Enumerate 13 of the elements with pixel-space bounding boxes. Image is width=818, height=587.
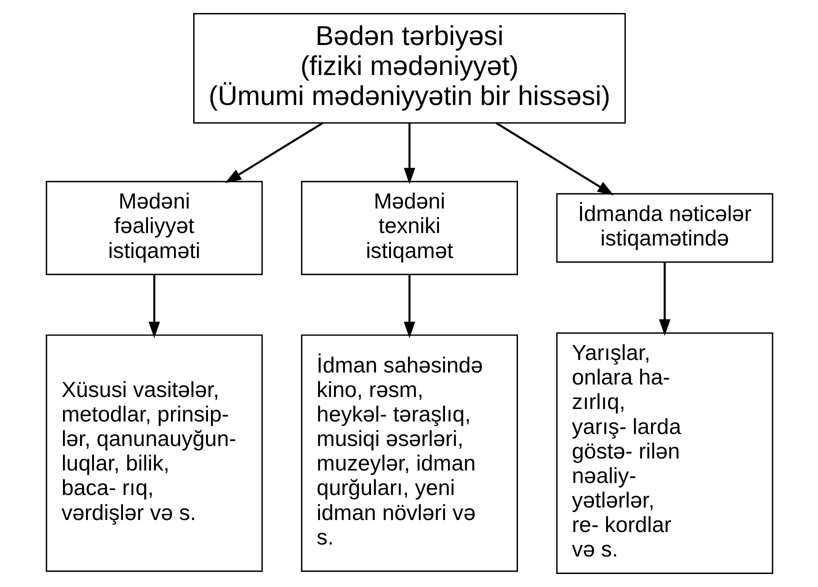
arrow: [224, 122, 323, 184]
node-box: Yarışlar, onlara ha- zırlıq, yarış- larda göstə- rilən nəaliy- yətlərlər, re- kordlar və s.: [556, 332, 773, 574]
node-box: Xüsusi vasitələr, metodlar, prinsip- lər, qanunauyğun- luqlar, bilik, baca- rıq, vərdişlər və s.: [45, 334, 262, 572]
arrow: [658, 262, 670, 336]
node-box: Mədəni fəaliyyət istiqaməti: [45, 180, 262, 276]
arrow: [148, 274, 160, 338]
node-box: Bədən tərbiyəsi (fiziki mədəniyyət) (Ümumi mədəniyyətin bir hissəsi): [192, 13, 626, 124]
arrow: [495, 122, 614, 196]
node-box: İdman sahəsində kino, rəsm, heykəl- təraşlıq, musiqi əsərləri, muzeylər, idman qurğuları, yeni idman növləri və s.: [300, 334, 518, 572]
node-box: Mədəni texniki istiqamət: [300, 180, 518, 276]
arrow: [403, 274, 415, 338]
node-box: İdmanda nəticələr istiqamətində: [556, 193, 773, 263]
arrow: [403, 123, 415, 184]
